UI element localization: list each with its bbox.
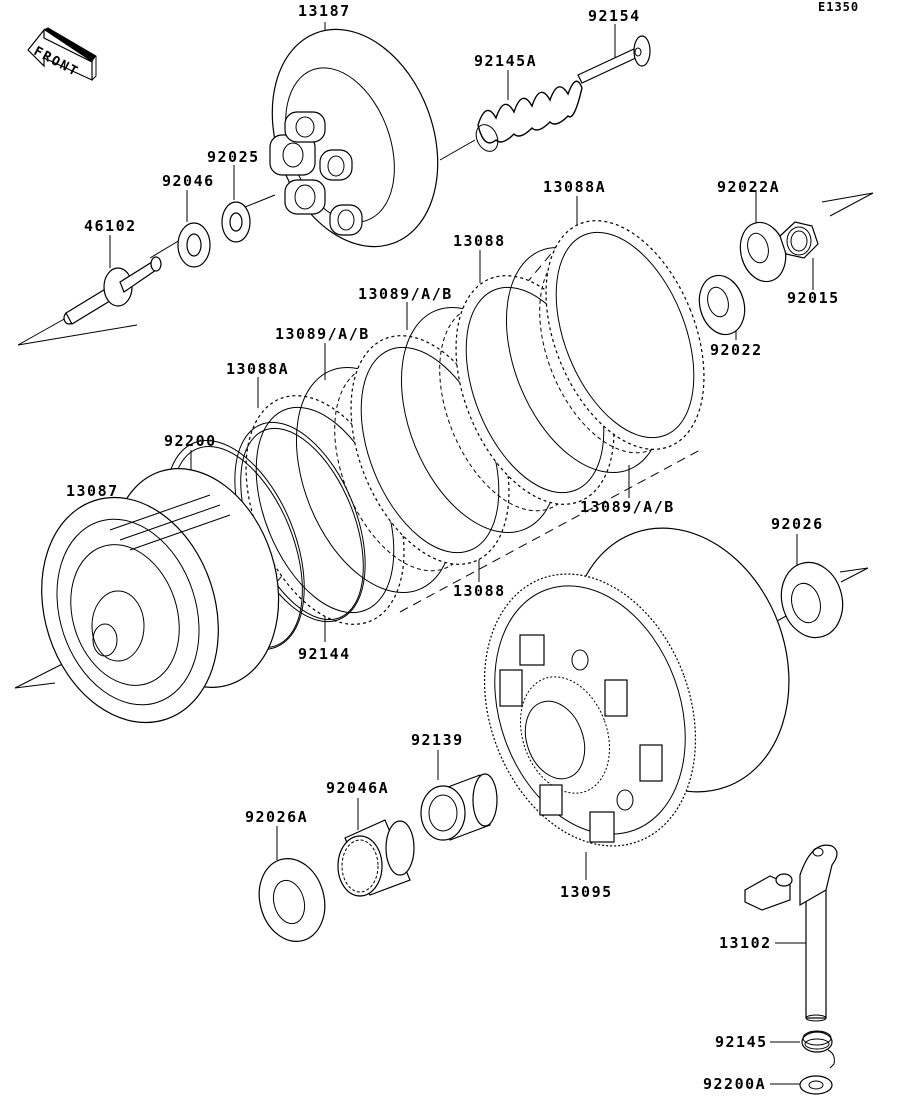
part-label-92022[interactable]: 92022: [710, 341, 763, 359]
thrust-washer-92026A: [258, 857, 326, 943]
part-label-46102[interactable]: 46102: [84, 217, 137, 235]
part-label-13095[interactable]: 13095: [560, 883, 613, 901]
pusher-rod-46102: [63, 256, 162, 325]
part-label-92145A[interactable]: 92145A: [474, 52, 538, 70]
clutch-spring-92145A: [475, 80, 583, 152]
washer-92200A: [799, 1075, 833, 1095]
part-label-92026[interactable]: 92026: [771, 515, 824, 533]
spring-bolt-92154: [577, 35, 651, 84]
part-label-92026A[interactable]: 92026A: [245, 808, 309, 826]
clutch-hub-13087: [41, 468, 280, 724]
part-label-92046[interactable]: 92046: [162, 172, 215, 190]
collar-92139: [420, 773, 498, 841]
part-label-13187[interactable]: 13187: [298, 2, 351, 20]
part-label-13089AB-upper[interactable]: 13089/A/B: [358, 285, 453, 303]
part-label-92154[interactable]: 92154: [588, 7, 641, 25]
part-label-13088A-left[interactable]: 13088A: [226, 360, 290, 378]
part-label-13089AB-middle[interactable]: 13089/A/B: [275, 325, 370, 343]
diagram-code: E1350: [818, 0, 860, 14]
thrust-washer-92026: [780, 561, 844, 639]
part-label-92046A[interactable]: 92046A: [326, 779, 390, 797]
part-label-92015[interactable]: 92015: [787, 289, 840, 307]
clutch-housing-13095: [483, 527, 790, 847]
front-arrow-icon: [27, 27, 97, 81]
part-label-92139[interactable]: 92139: [411, 731, 464, 749]
washer-92025: [221, 201, 251, 243]
part-label-92025[interactable]: 92025: [207, 148, 260, 166]
washer-92022A: [739, 221, 787, 283]
part-label-13088-top[interactable]: 13088: [453, 232, 506, 250]
thrust-bearing-92046: [177, 222, 211, 268]
part-label-92022A[interactable]: 92022A: [717, 178, 781, 196]
pressure-plate-13187: [269, 28, 439, 248]
part-label-13087[interactable]: 13087: [66, 482, 119, 500]
part-label-13088-bottom[interactable]: 13088: [453, 582, 506, 600]
part-label-13088A-top[interactable]: 13088A: [543, 178, 607, 196]
part-label-92200A[interactable]: 92200A: [703, 1075, 767, 1093]
release-shaft-13102: [744, 844, 838, 1022]
part-label-13089AB-lower[interactable]: 13089/A/B: [580, 498, 675, 516]
part-label-92144[interactable]: 92144: [298, 645, 351, 663]
part-label-92145[interactable]: 92145: [715, 1033, 768, 1051]
part-label-13102[interactable]: 13102: [719, 934, 772, 952]
washer-92022: [698, 274, 746, 336]
needle-bearing-92046A: [337, 819, 415, 897]
torsion-spring-92145: [801, 1030, 835, 1069]
clutch-plate-stack: [245, 220, 705, 625]
hub-nut-92015: [779, 221, 819, 259]
part-label-92200[interactable]: 92200: [164, 432, 217, 450]
